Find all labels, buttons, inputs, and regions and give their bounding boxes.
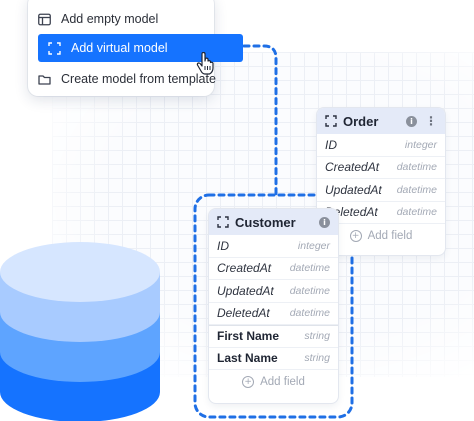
field-row[interactable]: UpdatedAt datetime <box>209 280 338 303</box>
field-row[interactable]: Last Name string <box>209 348 338 370</box>
menu-item-add-empty-model[interactable]: Add empty model <box>38 7 158 31</box>
field-row[interactable]: DeletedAt datetime <box>209 303 338 325</box>
model-card-header[interactable]: Order i ⋮ <box>317 108 445 134</box>
field-name: CreatedAt <box>217 261 272 276</box>
field-type: datetime <box>289 307 330 320</box>
add-field-button[interactable]: + Add field <box>317 224 445 248</box>
field-name: DeletedAt <box>217 306 270 321</box>
field-row[interactable]: First Name string <box>209 325 338 348</box>
add-field-label: Add field <box>260 376 305 388</box>
add-field-button[interactable]: + Add field <box>209 370 338 394</box>
virtual-model-icon <box>217 216 229 228</box>
field-name: UpdatedAt <box>217 283 274 298</box>
add-field-label: Add field <box>367 230 413 242</box>
field-row[interactable]: DeletedAt datetime <box>317 202 445 224</box>
model-card-header[interactable]: Customer i <box>209 209 338 235</box>
field-type: datetime <box>396 183 437 196</box>
field-row[interactable]: CreatedAt datetime <box>317 157 445 179</box>
field-row[interactable]: ID integer <box>209 235 338 258</box>
plus-circle-icon: + <box>242 376 255 388</box>
menu-item-create-from-template[interactable]: Create model from template <box>38 67 216 91</box>
model-card-customer[interactable]: Customer i ID integer CreatedAt datetime… <box>209 209 338 403</box>
field-name: UpdatedAt <box>325 182 382 197</box>
more-options-icon[interactable]: ⋮ <box>425 114 437 128</box>
model-title: Customer <box>235 214 296 230</box>
field-type: datetime <box>289 262 330 275</box>
field-name: CreatedAt <box>325 160 380 175</box>
menu-item-label: Add virtual model <box>71 41 168 55</box>
field-row[interactable]: CreatedAt datetime <box>209 258 338 280</box>
model-card-order[interactable]: Order i ⋮ ID integer CreatedAt datetime … <box>317 108 445 255</box>
field-row[interactable]: UpdatedAt datetime <box>317 179 445 202</box>
folder-icon <box>38 73 51 86</box>
field-type: integer <box>404 138 437 151</box>
field-type: datetime <box>396 206 437 219</box>
field-name: First Name <box>217 329 280 344</box>
hand-cursor-icon <box>196 52 214 75</box>
field-type: datetime <box>396 161 437 174</box>
field-type: integer <box>297 239 330 252</box>
field-name: DeletedAt <box>325 205 378 220</box>
virtual-model-icon <box>48 41 61 55</box>
field-type: string <box>304 352 330 365</box>
field-type: datetime <box>289 284 330 297</box>
field-name: ID <box>217 238 229 253</box>
add-model-menu: Add empty model Add virtual model Create… <box>28 0 243 96</box>
field-name: Last Name <box>217 351 278 366</box>
field-name: ID <box>325 137 337 152</box>
model-title: Order <box>343 113 379 129</box>
info-icon[interactable]: i <box>319 216 330 228</box>
field-row[interactable]: ID integer <box>317 134 445 157</box>
plus-circle-icon: + <box>349 230 362 242</box>
virtual-model-icon <box>325 115 337 127</box>
menu-item-add-virtual-model[interactable]: Add virtual model <box>38 34 243 62</box>
table-icon <box>38 13 51 26</box>
info-icon[interactable]: i <box>406 115 417 127</box>
menu-item-label: Create model from template <box>61 72 216 86</box>
menu-item-label: Add empty model <box>61 12 159 26</box>
field-type: string <box>304 330 330 343</box>
